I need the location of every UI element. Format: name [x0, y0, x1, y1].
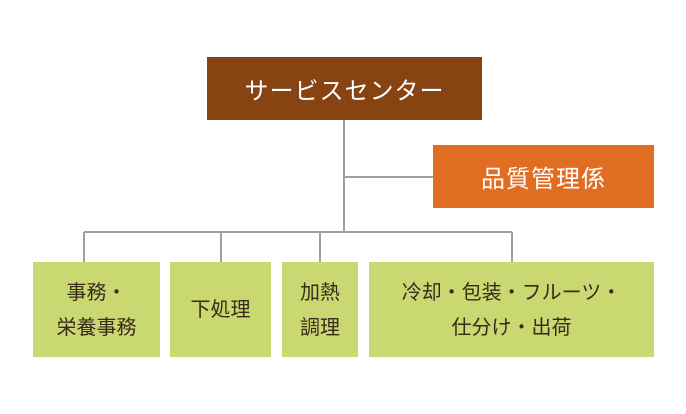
- section-box-cooking: 加熱 調理: [282, 262, 358, 357]
- section-box-packaging: 冷却・包装・フルーツ・ 仕分け・出荷: [369, 262, 654, 357]
- section-label-line: 調理: [300, 314, 340, 339]
- section-label-line: 栄養事務: [56, 314, 137, 339]
- section-label-line: 下処理: [190, 297, 251, 321]
- section-label-line: 事務・: [66, 279, 127, 304]
- section-label-line: 加熱: [300, 279, 340, 304]
- section-box-office: 事務・ 栄養事務: [33, 262, 160, 357]
- quality-control-label: 品質管理係: [481, 165, 606, 193]
- section-box-prep: 下処理: [170, 262, 271, 357]
- section-label-line: 仕分け・出荷: [451, 314, 572, 339]
- service-center-label: サービスセンター: [244, 77, 445, 105]
- service-center-box: サービスセンター: [207, 57, 482, 120]
- section-label-line: 冷却・包装・フルーツ・: [401, 279, 622, 304]
- quality-control-box: 品質管理係: [433, 145, 654, 208]
